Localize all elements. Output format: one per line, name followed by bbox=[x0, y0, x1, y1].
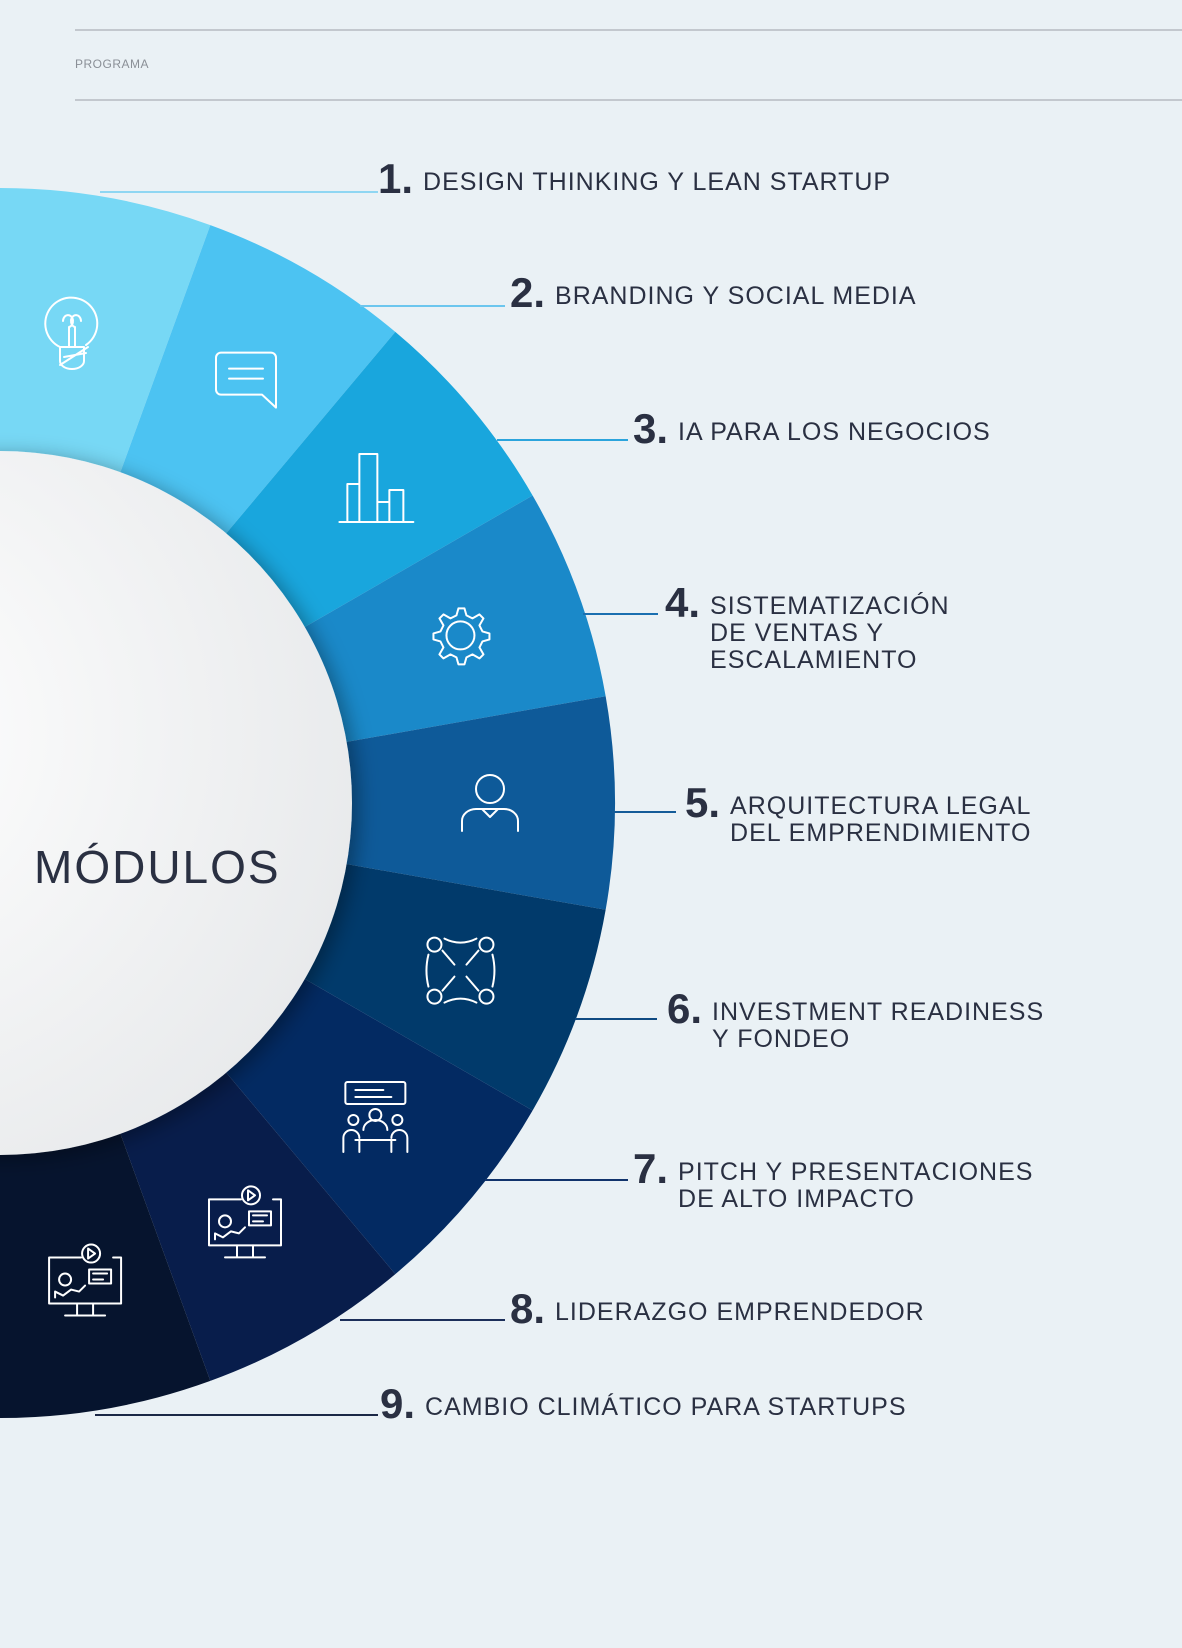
module-number: 9. bbox=[380, 1380, 416, 1427]
center-disc bbox=[0, 451, 352, 1155]
module-item: 3. IA PARA LOS NEGOCIOS bbox=[633, 405, 991, 452]
module-item: 7.PITCH Y PRESENTACIONES DE ALTO IMPACTO bbox=[633, 1145, 1034, 1213]
module-label: LIDERAZGO EMPRENDEDOR bbox=[555, 1298, 925, 1326]
module-item: 1. DESIGN THINKING Y LEAN STARTUP bbox=[378, 155, 892, 202]
ring-segment-7 bbox=[218, 973, 533, 1275]
module-number: 3. bbox=[633, 405, 669, 452]
gear-icon bbox=[432, 607, 491, 666]
module-item: 5.ARQUITECTURA LEGAL DEL EMPRENDIMIENTO bbox=[685, 779, 1032, 847]
center-title: MÓDULOS bbox=[34, 841, 281, 893]
video-presentation-icon bbox=[48, 1243, 123, 1317]
module-label: PITCH Y PRESENTACIONES DE ALTO IMPACTO bbox=[678, 1158, 1034, 1213]
header-rule bbox=[75, 99, 1182, 101]
module-label: DESIGN THINKING Y LEAN STARTUP bbox=[423, 168, 892, 196]
module-item: 6.INVESTMENT READINESS Y FONDEO bbox=[667, 985, 1045, 1053]
team-circle-icon bbox=[425, 936, 496, 1005]
person-icon bbox=[461, 774, 519, 832]
module-number: 7. bbox=[633, 1145, 669, 1192]
module-label: ARQUITECTURA LEGAL DEL EMPRENDIMIENTO bbox=[730, 792, 1032, 847]
ring-segment-6 bbox=[294, 862, 606, 1111]
ring-segment-3 bbox=[218, 331, 533, 633]
top-rule bbox=[75, 29, 1182, 31]
ring-segment-4 bbox=[294, 495, 606, 744]
module-label: SISTEMATIZACIÓN DE VENTAS Y ESCALAMIENTO bbox=[710, 592, 950, 674]
module-number: 4. bbox=[665, 579, 701, 626]
meeting-icon bbox=[342, 1080, 409, 1153]
ring-segment-1 bbox=[0, 188, 211, 484]
module-item: 9. CAMBIO CLIMÁTICO PARA STARTUPS bbox=[380, 1380, 907, 1427]
module-number: 6. bbox=[667, 985, 703, 1032]
module-item: 4.SISTEMATIZACIÓN DE VENTAS Y ESCALAMIEN… bbox=[665, 579, 950, 674]
video-presentation-icon bbox=[208, 1185, 282, 1259]
module-item: 2. BRANDING Y SOCIAL MEDIA bbox=[510, 269, 917, 316]
module-number: 5. bbox=[685, 779, 721, 826]
module-label: INVESTMENT READINESS Y FONDEO bbox=[712, 998, 1045, 1053]
buildings-icon bbox=[338, 453, 415, 524]
module-label: CAMBIO CLIMÁTICO PARA STARTUPS bbox=[425, 1393, 907, 1421]
module-number: 2. bbox=[510, 269, 546, 316]
ring-segment-5 bbox=[334, 696, 615, 910]
module-item: 8. LIDERAZGO EMPRENDEDOR bbox=[510, 1285, 925, 1332]
module-number: 8. bbox=[510, 1285, 546, 1332]
lightbulb-icon bbox=[44, 296, 99, 370]
section-label: PROGRAMA bbox=[75, 57, 150, 71]
module-label: IA PARA LOS NEGOCIOS bbox=[678, 418, 991, 446]
ring-segment-2 bbox=[116, 225, 396, 543]
module-number: 1. bbox=[378, 155, 414, 202]
chat-bubble-icon bbox=[215, 351, 277, 409]
module-label: BRANDING Y SOCIAL MEDIA bbox=[555, 282, 917, 310]
